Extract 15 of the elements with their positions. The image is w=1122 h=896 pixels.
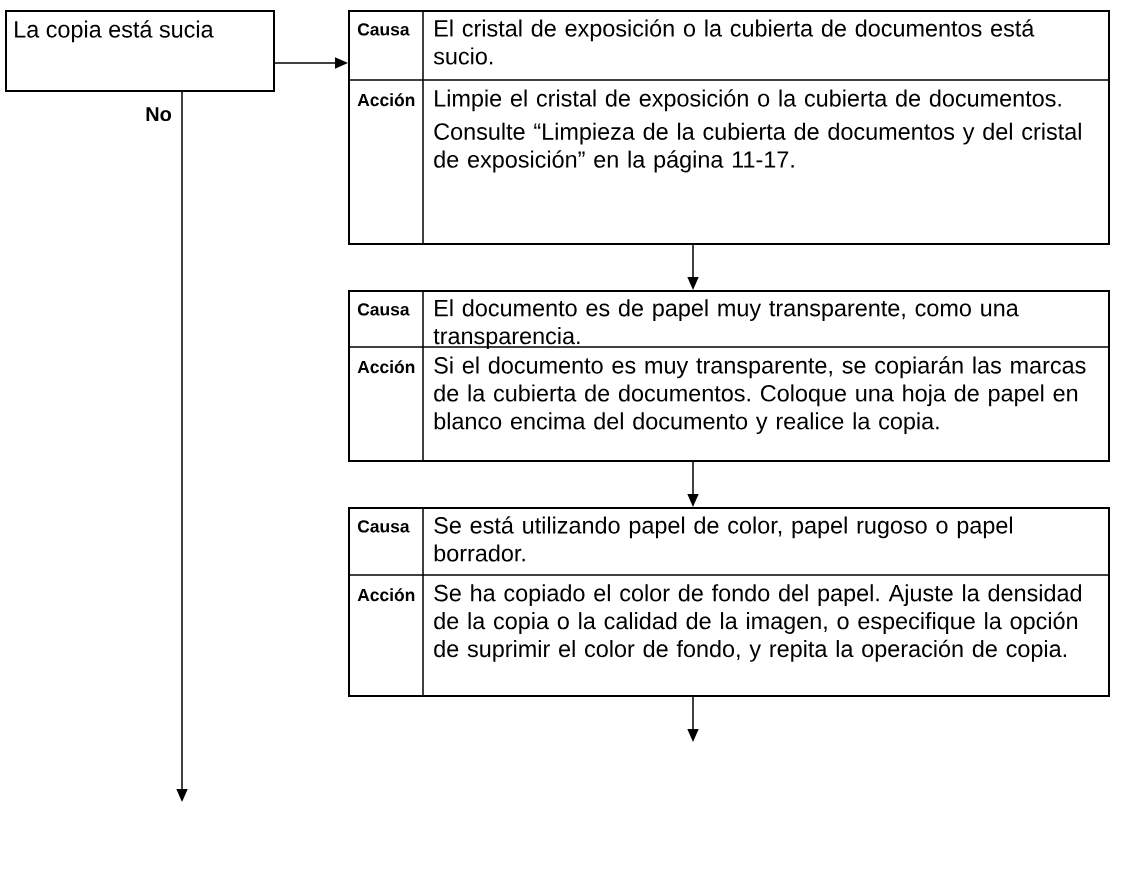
row-label: Causa [357, 23, 410, 36]
cell-text: El cristal de exposición o la cubierta de documentos está sucio. [433, 19, 1035, 65]
cell-text: Limpie el cristal de exposición o la cubierta de documentos. [435, 89, 1061, 112]
cell-text: El documento es de papel muy transparente, como una transparencia. [433, 299, 1019, 349]
cell-text: Si el documento es muy transparente, se copiarán las marcas de la cubierta de documentos. Coloque una hoja de papel en blanco encima del documento y realice la copia. [434, 356, 1086, 435]
cell-text: Se está utilizando papel de color, papel rugoso o papel borrador. [434, 516, 1012, 562]
row-label: Acción [357, 588, 415, 602]
process-box: La copia está sucia [5, 10, 275, 92]
row-label: Causa [357, 303, 410, 316]
cell-text: Se ha copiado el color de fondo del papel. Ajuste la densidad de la copia o la calidad de la imagen, o especifique la opción de suprimir el color de fondo, y repita la operación de copia. [434, 584, 1082, 662]
edge-label: No [144, 106, 173, 123]
row-label: Causa [357, 520, 410, 533]
row-label: Acción [357, 360, 415, 374]
cell-text: Consulte “Limpieza de la cubierta de documentos y del cristal de exposición” en la página 11-17. [434, 122, 1081, 173]
row-label: Acción [357, 93, 415, 107]
